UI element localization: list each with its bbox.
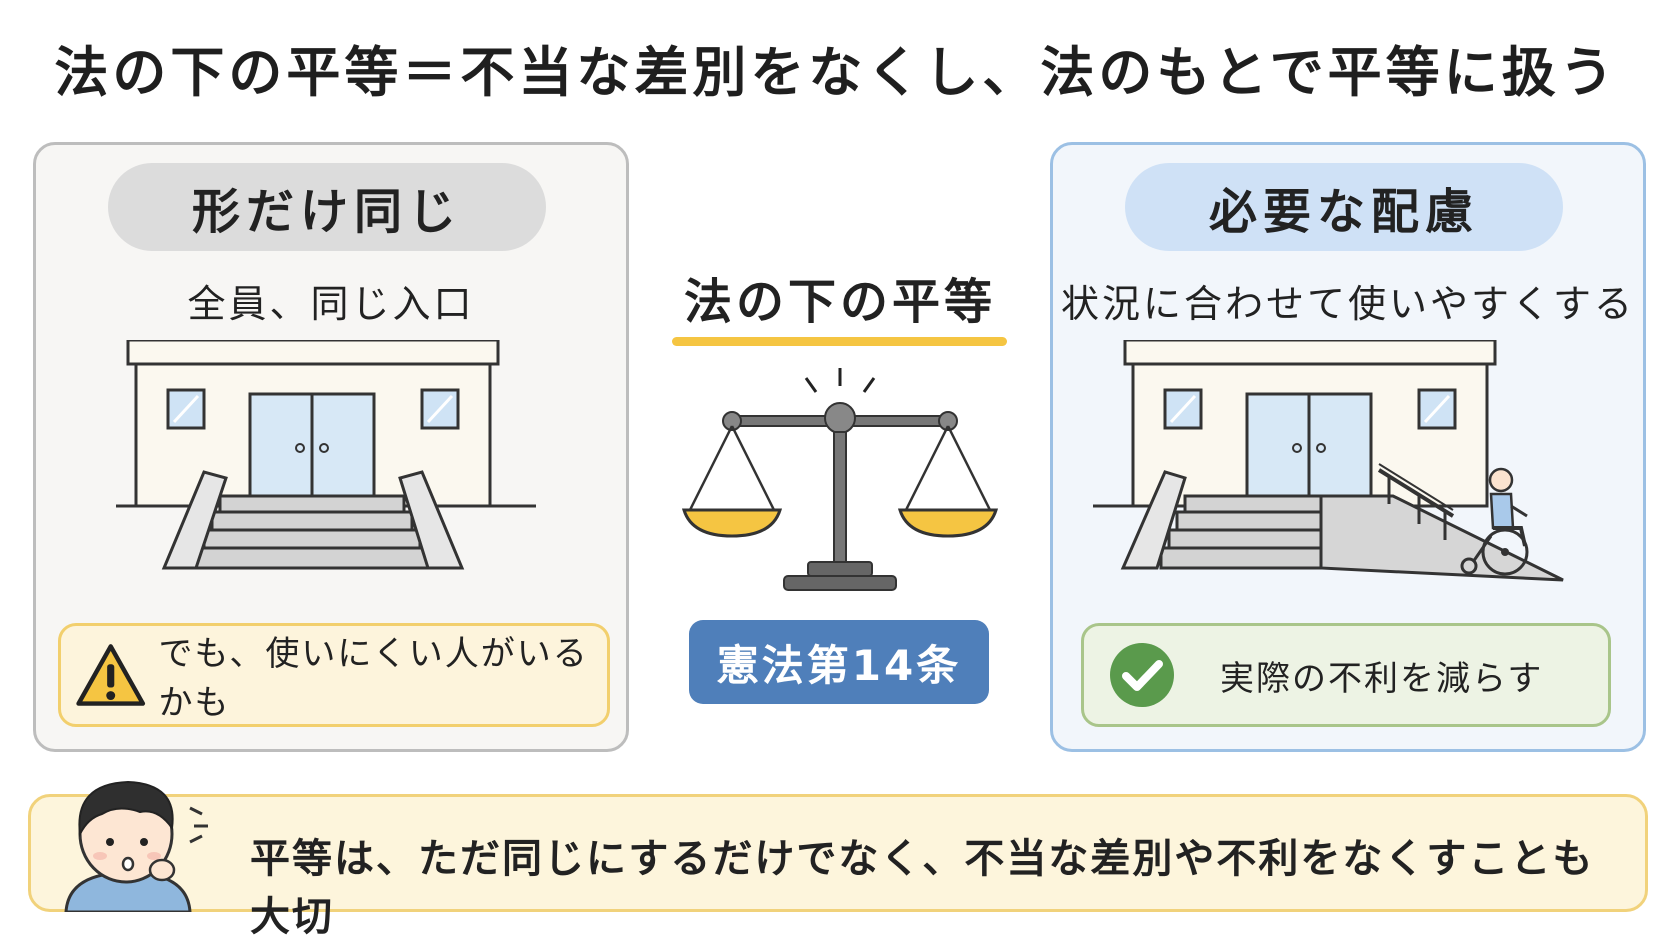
panel-subtitle-accommodation: 状況に合わせて使いやすくする (1060, 282, 1635, 326)
panel-subtitle-formal: 全員、同じ入口 (187, 282, 475, 326)
notice-warning: でも、使いにくい人がいるかも (58, 623, 610, 727)
center-title: 法の下の平等 (683, 274, 996, 330)
article-badge: 憲法第14条 (689, 620, 989, 704)
notice-warning-text: でも、使いにくい人がいるかも (158, 634, 589, 723)
thinking-boy-illustration (64, 780, 208, 912)
center-title-underline (672, 337, 1007, 346)
panel-reasonable-accommodation: 必要な配慮 状況に合わせて使いやすくする (1050, 142, 1646, 752)
notice-success: 実際の不利を減らす (1081, 623, 1611, 727)
warning-triangle-icon (76, 644, 146, 706)
panel-header-formal: 形だけ同じ (108, 163, 546, 251)
page-title: 法の下の平等＝不当な差別をなくし、法のもとで平等に扱う (54, 41, 1618, 104)
panel-formal-equality: 形だけ同じ 全員、同じ入口 でも、使いにくい人がいるかも (33, 142, 629, 752)
notice-success-text: 実際の不利を減らす (1220, 658, 1544, 699)
building-ramp-illustration (1093, 340, 1564, 582)
balance-scale-icon (681, 368, 999, 591)
building-stairs-illustration (116, 340, 536, 570)
bottom-summary-box (28, 794, 1648, 912)
panel-header-accommodation: 必要な配慮 (1125, 163, 1563, 251)
check-circle-icon (1110, 643, 1174, 707)
bottom-summary-text: 平等は、ただ同じにするだけでなく、不当な差別や不利をなくすことも大切 (250, 836, 1595, 940)
